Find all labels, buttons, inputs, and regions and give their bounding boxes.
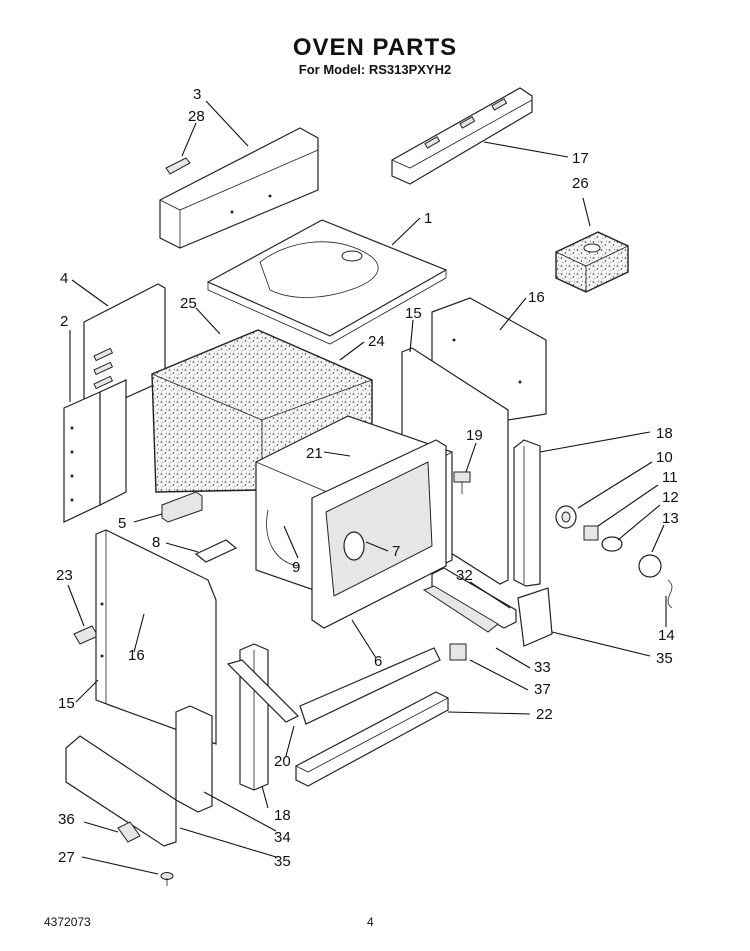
part-screw — [160, 872, 174, 886]
model-subtitle: For Model: RS313PXYH2 — [298, 62, 452, 77]
part-side-upper-panel — [83, 283, 166, 413]
part-oven-door-frame — [311, 439, 447, 629]
callout-7: 7 — [392, 543, 400, 560]
callout-14: 14 — [658, 627, 675, 644]
part-insulation-block — [555, 231, 629, 293]
callout-20: 20 — [274, 753, 291, 770]
part-wire — [667, 579, 673, 609]
callout-25: 25 — [180, 295, 197, 312]
callout-labels: 3 28 17 26 1 4 25 2 15 16 24 18 19 21 10… — [56, 86, 679, 870]
part-rail — [226, 659, 300, 723]
callout-22: 22 — [536, 706, 553, 723]
part-side-trim-right — [513, 439, 541, 587]
page-title: OVEN PARTS — [292, 34, 458, 61]
part-small-bracket — [194, 539, 238, 563]
callout-32: 32 — [456, 567, 473, 584]
callout-16: 16 — [528, 289, 545, 306]
callout-24: 24 — [368, 333, 385, 350]
part-small-block — [449, 643, 467, 661]
callout-5: 5 — [118, 515, 126, 532]
part-lower-channel — [295, 691, 449, 787]
part-top-rear-channel — [159, 127, 319, 249]
callout-1: 1 — [424, 210, 432, 227]
callout-12: 12 — [662, 489, 679, 506]
callout-10: 10 — [656, 449, 673, 466]
document-number: 4372073 — [44, 915, 91, 929]
callout-15-lower: 15 — [58, 695, 75, 712]
callout-3: 3 — [193, 86, 201, 103]
callout-11: 11 — [662, 469, 678, 486]
page-number: 4 — [367, 915, 374, 929]
callout-16-lower: 16 — [128, 647, 145, 664]
part-strip — [422, 585, 499, 633]
callout-35: 35 — [656, 650, 673, 667]
callout-19: 19 — [466, 427, 483, 444]
part-top-panel — [206, 219, 448, 345]
callout-36: 36 — [58, 811, 75, 828]
callout-35-lower: 35 — [274, 853, 291, 870]
callout-21: 21 — [306, 445, 323, 462]
callout-18-lower: 18 — [274, 807, 291, 824]
callout-23: 23 — [56, 567, 73, 584]
callout-2: 2 — [60, 313, 68, 330]
callout-34: 34 — [274, 829, 291, 846]
part-temperature-sensor — [453, 471, 471, 494]
part-lower-front-panel — [299, 647, 441, 725]
callout-8: 8 — [152, 534, 160, 551]
callout-13: 13 — [662, 510, 679, 527]
callout-33: 33 — [534, 659, 551, 676]
part-pad — [73, 625, 99, 645]
callout-6: 6 — [374, 653, 382, 670]
callout-37: 37 — [534, 681, 551, 698]
callout-28: 28 — [188, 108, 205, 125]
part-clip — [165, 157, 191, 175]
callout-15: 15 — [405, 305, 422, 322]
leader-lines — [67, 100, 667, 875]
callout-27: 27 — [58, 849, 75, 866]
callout-4: 4 — [60, 270, 68, 287]
part-terminal-block — [161, 491, 203, 523]
callout-17: 17 — [572, 150, 589, 167]
part-vent-duct — [391, 87, 533, 185]
part-vertical-bracket — [175, 705, 213, 813]
part-side-bracket — [63, 379, 127, 523]
part-side-panel-left — [95, 529, 217, 745]
part-base-plate — [65, 735, 177, 847]
part-base-clip — [117, 821, 141, 843]
callout-9: 9 — [292, 559, 300, 576]
callout-26: 26 — [572, 175, 589, 192]
part-lamp-assembly — [555, 505, 662, 578]
callout-18: 18 — [656, 425, 673, 442]
